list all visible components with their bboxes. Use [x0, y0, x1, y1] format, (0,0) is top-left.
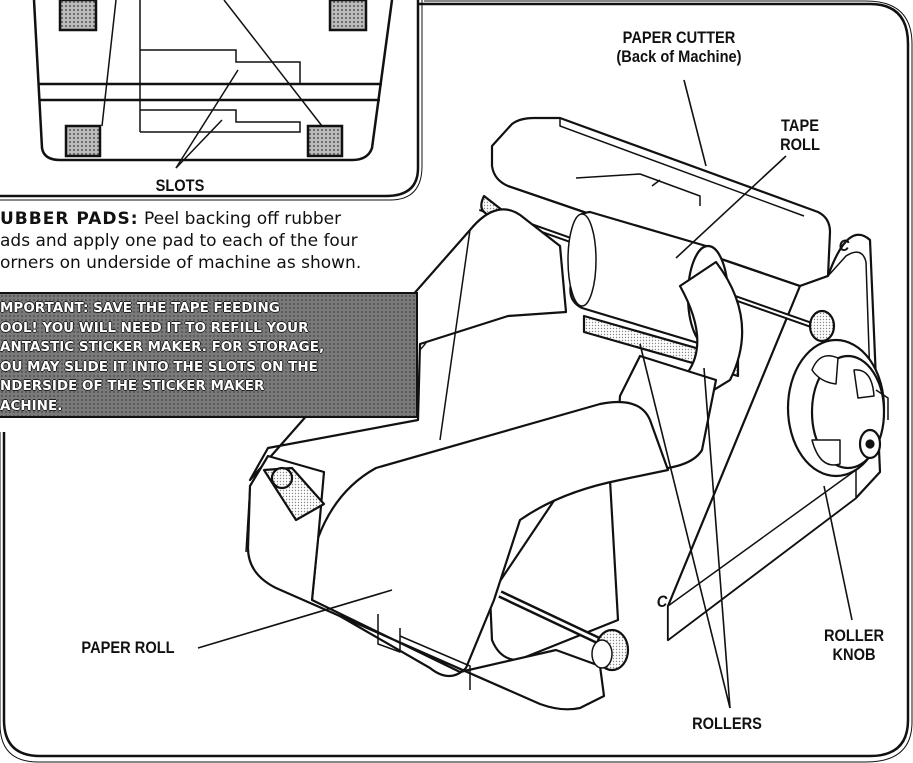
important-callout: MPORTANT: SAVE THE TAPE FEEDING OOL! YOU…	[0, 292, 418, 418]
underside-inset	[0, 0, 423, 201]
label-paper-cutter-line2: (Back of Machine)	[616, 47, 742, 66]
label-roller-knob-line1: ROLLER	[823, 626, 885, 645]
instructions-line1: UBBER PADS: Peel backing off rubber	[0, 208, 415, 230]
label-roller-knob: ROLLER KNOB	[820, 626, 889, 664]
instructions-line3: orners on underside of machine as shown.	[0, 253, 362, 273]
important-line: OOL! YOU WILL NEED IT TO REFILL YOUR	[0, 319, 309, 336]
label-roller-knob-line2: KNOB	[832, 645, 876, 664]
side-mark-right: C	[838, 236, 850, 255]
important-line: MPORTANT: SAVE THE TAPE FEEDING	[0, 300, 280, 316]
label-tape-roll: TAPE ROLL	[774, 116, 826, 154]
label-paper-cutter-line1: PAPER CUTTER	[622, 28, 736, 47]
rubber-pads-instructions: UBBER PADS: Peel backing off rubber ads …	[0, 208, 415, 274]
label-tape-roll-line2: ROLL	[780, 135, 820, 154]
important-line: ANTASTIC STICKER MAKER. FOR STORAGE,	[0, 339, 325, 355]
label-paper-cutter: PAPER CUTTER (Back of Machine)	[606, 28, 752, 66]
label-rollers: ROLLERS	[692, 714, 762, 733]
label-paper-roll: PAPER ROLL	[81, 638, 175, 657]
label-tape-roll-line1: TAPE	[781, 116, 819, 135]
instructions-line2: ads and apply one pad to each of the fou…	[0, 231, 358, 251]
side-mark-front: C	[656, 592, 668, 611]
instructions-line1-text: Peel backing off rubber	[143, 209, 342, 229]
instructions-heading: UBBER PADS:	[0, 209, 139, 229]
important-line: OU MAY SLIDE IT INTO THE SLOTS ON THE	[0, 358, 318, 375]
important-line: NDERSIDE OF THE STICKER MAKER	[0, 378, 265, 394]
leader-lines	[197, 79, 853, 709]
label-slots: SLOTS	[155, 176, 205, 195]
important-line: ACHINE.	[0, 397, 63, 414]
